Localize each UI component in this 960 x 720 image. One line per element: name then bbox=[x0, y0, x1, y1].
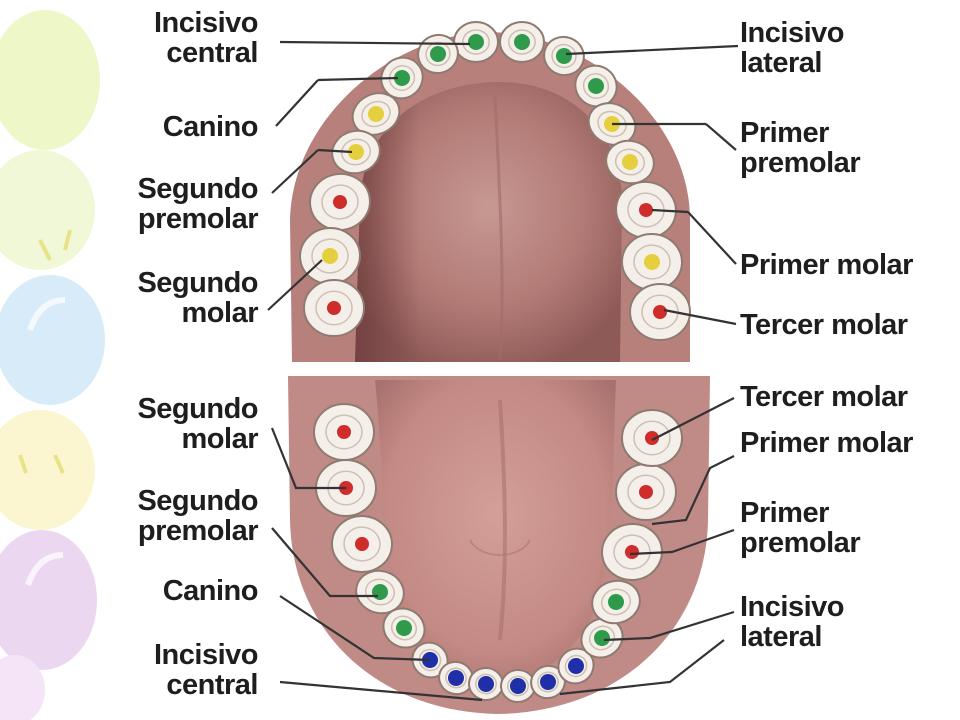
leader-incisivo-lateral-upper bbox=[565, 44, 739, 56]
tooth-lower-molar-r1-marker bbox=[645, 431, 659, 445]
tooth-lower-premolar-r-marker bbox=[608, 594, 624, 610]
tooth-upper-incisor-2-marker bbox=[514, 34, 530, 50]
label-segundo-molar-lower: Segundo molar bbox=[137, 393, 258, 455]
label-segundo-premolar-lower: Segundo premolar bbox=[137, 485, 258, 547]
tooth-upper-premolar-r2 bbox=[605, 139, 655, 185]
label-canino-upper: Canino bbox=[162, 111, 259, 143]
leader-primer-premolar-upper-b bbox=[705, 123, 737, 151]
tooth-lower-molar-r2-marker bbox=[639, 485, 653, 499]
tooth-lower-incisor-r2 bbox=[530, 664, 566, 700]
tooth-upper-canine-r bbox=[574, 64, 618, 108]
tooth-upper-premolar-l2-marker bbox=[348, 144, 364, 160]
tooth-upper-incisor-4 bbox=[543, 35, 585, 77]
leader-canino-upper bbox=[275, 79, 319, 127]
leader-primer-molar-lower bbox=[651, 455, 735, 526]
leader-segundo-premolar-lower bbox=[271, 527, 378, 598]
tooth-upper-premolar-l1-marker bbox=[368, 106, 384, 122]
leader-incisivo-central-upper bbox=[279, 40, 471, 46]
tooth-upper-molar-l3 bbox=[303, 279, 365, 337]
label-tercer-molar-lower: Tercer molar bbox=[740, 381, 908, 413]
tooth-upper-molar-r1-marker bbox=[639, 203, 653, 217]
tooth-upper-molar-r3 bbox=[629, 283, 691, 341]
tooth-upper-molar-l1 bbox=[309, 172, 371, 232]
tooth-upper-molar-l2 bbox=[299, 226, 361, 286]
tooth-lower-molar-r2 bbox=[615, 463, 677, 521]
tooth-lower-incisor-c1-marker bbox=[478, 676, 494, 692]
tooth-lower-canine-r bbox=[580, 617, 624, 659]
label-incisivo-central-upper: Incisivo central bbox=[154, 7, 259, 69]
label-primer-molar-upper: Primer molar bbox=[740, 249, 913, 281]
tooth-upper-incisor-3-marker bbox=[430, 46, 446, 62]
tooth-lower-canine-l bbox=[382, 607, 426, 649]
tooth-upper-molar-l2-marker bbox=[322, 248, 338, 264]
tooth-lower-molar-r3 bbox=[601, 522, 663, 582]
tooth-upper-premolar-r2-marker bbox=[622, 154, 638, 170]
leader-segundo-molar-upper bbox=[267, 259, 323, 311]
label-incisivo-lateral-upper: Incisivo lateral bbox=[740, 17, 845, 79]
tooth-lower-molar-l1-marker bbox=[337, 425, 351, 439]
leader-incisivo-lateral-lower-b bbox=[559, 639, 725, 696]
tooth-upper-incisor-1-marker bbox=[468, 34, 484, 50]
tooth-lower-canine-r-marker bbox=[594, 630, 610, 646]
arch-divider bbox=[280, 362, 710, 376]
tooth-lower-incisor-r2-marker bbox=[540, 674, 556, 690]
tooth-lower-incisor-r1-marker bbox=[568, 658, 584, 674]
leader-segundo-premolar-upper bbox=[271, 149, 319, 194]
label-segundo-premolar-upper: Segundo premolar bbox=[137, 173, 258, 235]
tooth-upper-canine-l-marker bbox=[394, 70, 410, 86]
tooth-lower-molar-l3 bbox=[331, 514, 393, 574]
tooth-lower-incisor-c2 bbox=[500, 668, 536, 704]
tooth-upper-molar-r2-marker bbox=[644, 254, 660, 270]
tooth-lower-molar-r1 bbox=[621, 409, 683, 467]
tongue bbox=[375, 380, 616, 680]
leader-canino-lower bbox=[279, 595, 431, 662]
leader-primer-molar-upper-b bbox=[687, 211, 737, 265]
tooth-upper-incisor-1 bbox=[453, 21, 499, 63]
tooth-lower-molar-l1 bbox=[313, 403, 375, 461]
tooth-upper-incisor-2 bbox=[499, 21, 545, 63]
leader-tercer-molar-upper bbox=[663, 308, 737, 326]
tooth-upper-premolar-l1 bbox=[351, 92, 401, 136]
tooth-upper-molar-l3-marker bbox=[327, 301, 341, 315]
tooth-lower-incisor-c2-marker bbox=[510, 678, 526, 694]
leader-lines bbox=[267, 40, 739, 702]
label-tercer-molar-upper: Tercer molar bbox=[740, 309, 908, 341]
tooth-lower-incisor-c1 bbox=[468, 666, 504, 702]
tooth-upper-molar-r3-marker bbox=[653, 305, 667, 319]
tooth-lower-canine-l-marker bbox=[396, 620, 412, 636]
tooth-upper-molar-r2 bbox=[621, 232, 683, 292]
tooth-lower-premolar-l bbox=[355, 569, 405, 615]
tooth-lower-molar-r3-marker bbox=[625, 545, 639, 559]
label-incisivo-central-lower: Incisivo central bbox=[154, 639, 259, 701]
tooth-lower-incisor-l2 bbox=[438, 660, 474, 696]
tooth-lower-incisor-r1 bbox=[557, 647, 595, 685]
tooth-upper-incisor-4-marker bbox=[556, 48, 572, 64]
leader-segundo-premolar-upper-b bbox=[317, 148, 353, 154]
tooth-lower-molar-l3-marker bbox=[355, 537, 369, 551]
leader-incisivo-lateral-lower bbox=[603, 610, 735, 642]
balloon-decoration bbox=[0, 10, 105, 720]
label-incisivo-lateral-lower: Incisivo lateral bbox=[740, 591, 845, 653]
label-primer-premolar-lower: Primer premolar bbox=[740, 497, 861, 559]
leader-primer-premolar-lower bbox=[629, 528, 735, 556]
leader-canino-upper-b bbox=[317, 76, 399, 82]
tooth-lower-premolar-r bbox=[591, 579, 641, 625]
tooth-upper-molar-r1 bbox=[615, 180, 677, 240]
tooth-upper-canine-l bbox=[380, 56, 424, 100]
leader-tercer-molar-lower bbox=[651, 397, 735, 441]
tooth-upper-premolar-l2 bbox=[331, 129, 381, 175]
leader-incisivo-central-lower bbox=[279, 680, 483, 702]
tooth-upper-molar-l1-marker bbox=[333, 195, 347, 209]
leader-primer-molar-upper bbox=[651, 208, 689, 214]
tooth-lower-incisor-l2-marker bbox=[448, 670, 464, 686]
label-primer-molar-lower: Primer molar bbox=[740, 427, 913, 459]
label-primer-premolar-upper: Primer premolar bbox=[740, 117, 861, 179]
tooth-upper-canine-r-marker bbox=[588, 78, 604, 94]
leader-segundo-molar-lower bbox=[270, 427, 346, 490]
label-canino-lower: Canino bbox=[162, 575, 259, 607]
label-segundo-molar-upper: Segundo molar bbox=[137, 267, 258, 329]
